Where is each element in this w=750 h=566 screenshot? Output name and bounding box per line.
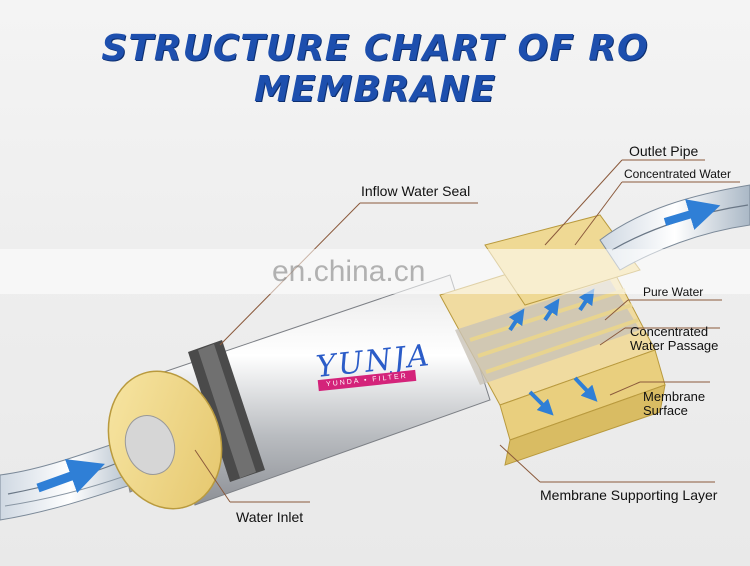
leader-line bbox=[609, 381, 641, 396]
label-pure-water: Pure Water bbox=[643, 285, 704, 299]
label-concentrated-water-passage: Concentrated Water Passage bbox=[630, 324, 719, 353]
leader-line bbox=[194, 449, 231, 503]
passage-flow-arrows bbox=[508, 288, 598, 416]
leader-line bbox=[499, 444, 541, 483]
label-outlet-pipe: Outlet Pipe bbox=[629, 143, 699, 159]
label-concentrated-water: Concentrated Water bbox=[624, 167, 731, 181]
label-membrane-surface: Membrane Surface bbox=[643, 389, 706, 418]
diagram-title: STRUCTURE CHART OF RO MEMBRANE bbox=[101, 28, 649, 110]
inlet-flow-arrow bbox=[36, 459, 105, 494]
watermark: en.china.cn bbox=[272, 255, 426, 288]
leader-line bbox=[599, 327, 626, 346]
label-inflow-water-seal: Inflow Water Seal bbox=[361, 183, 471, 199]
label-membrane-supporting-layer: Membrane Supporting Layer bbox=[540, 487, 718, 503]
label-water-inlet: Water Inlet bbox=[236, 509, 304, 525]
center-tube-opening bbox=[124, 415, 176, 475]
leader-line bbox=[574, 181, 623, 246]
outlet-flow-arrow bbox=[663, 199, 721, 230]
leader-line bbox=[544, 159, 623, 246]
watermark-band bbox=[0, 249, 750, 294]
leader-line bbox=[604, 299, 629, 321]
